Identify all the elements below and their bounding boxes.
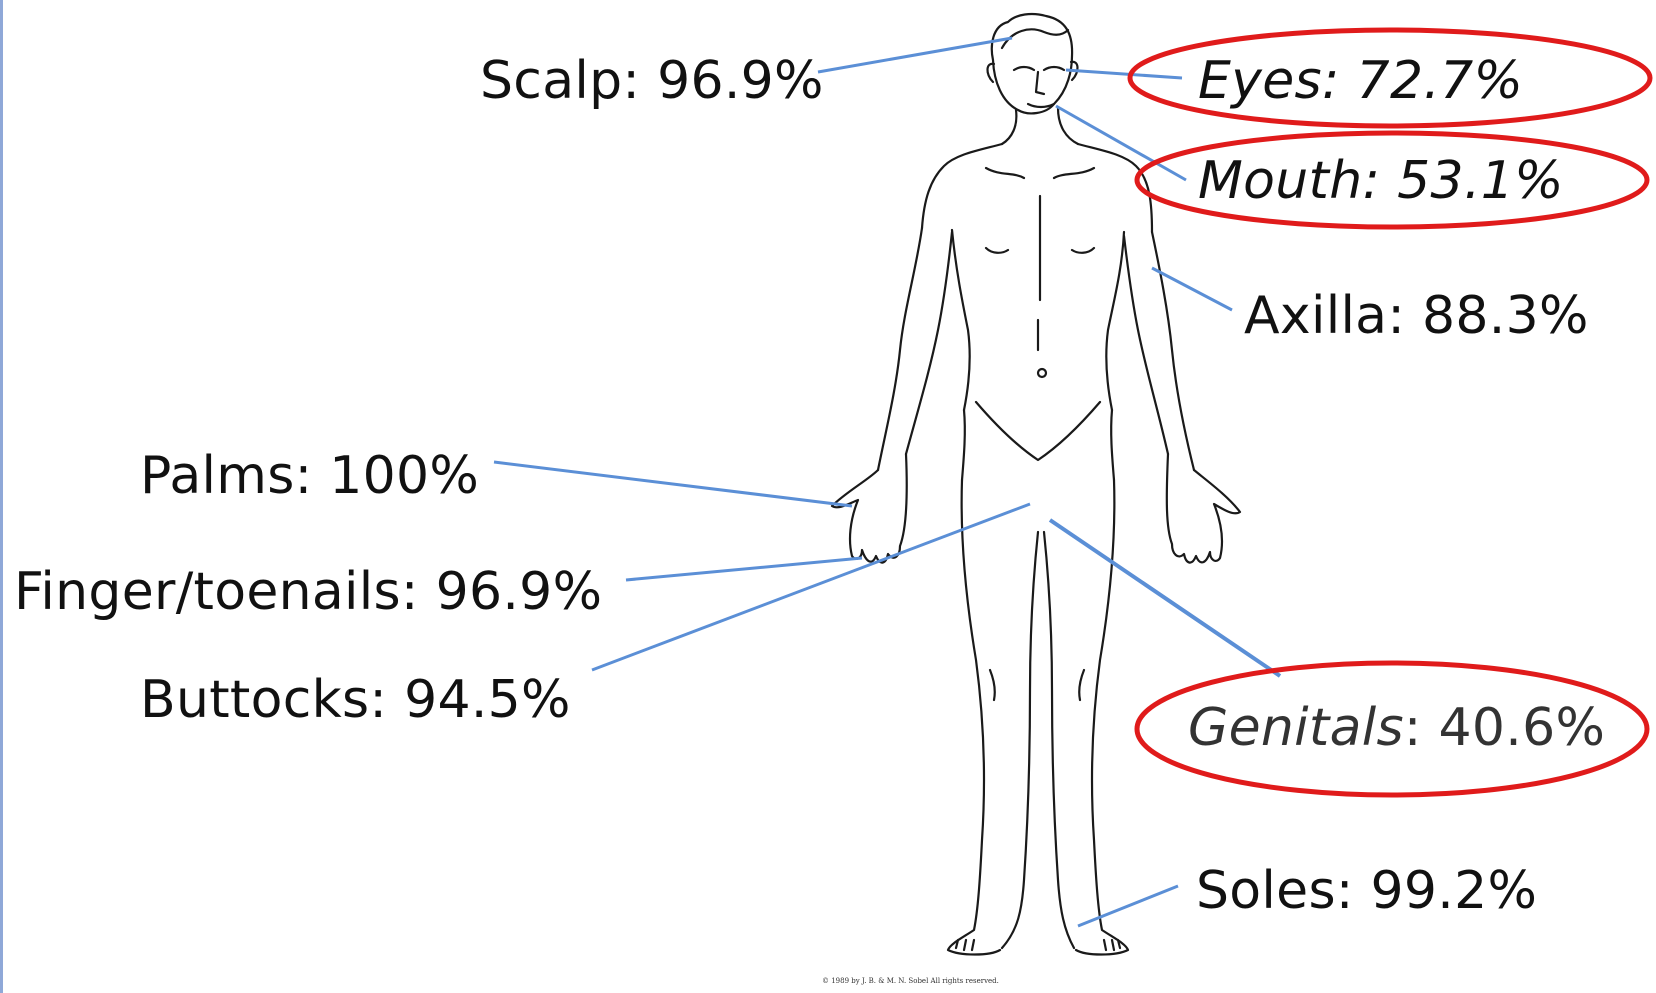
leader-line-eyes [1066,70,1182,78]
label-axilla: Axilla: 88.3% [1244,290,1589,342]
label-mouth: Mouth: 53.1% [1198,155,1564,207]
leader-line-genitals [1050,520,1280,676]
leader-line-nails [626,558,862,580]
label-finger-toenails: Finger/toenails: 96.9% [14,566,602,618]
figure-eyes [1014,67,1064,70]
label-eyes: Eyes: 72.7% [1198,55,1523,107]
figure-left-leg [948,480,1000,955]
label-genitals: Genitals: 40.6% [1188,702,1605,754]
copyright-notice: © 1989 by J. B. & M. N. Sobel All rights… [822,977,999,985]
label-buttocks: Buttocks: 94.5% [140,674,571,726]
highlight-ellipses [1130,30,1650,795]
figure-right-hand [1167,454,1240,563]
figure-left-hand [832,454,907,563]
label-genitals-name: Genitals [1188,698,1404,758]
label-genitals-value: : 40.6% [1404,698,1605,758]
label-scalp: Scalp: 96.9% [480,55,824,107]
leader-line-buttocks [592,504,1030,670]
leader-line-palms [494,462,852,506]
figure-mouth [1028,104,1054,107]
leader-line-soles [1078,886,1178,926]
label-soles: Soles: 99.2% [1196,865,1537,917]
leader-lines [494,38,1280,926]
leader-line-scalp [818,38,1012,72]
figure-right-leg [1076,480,1128,955]
label-palms: Palms: 100% [140,450,479,502]
